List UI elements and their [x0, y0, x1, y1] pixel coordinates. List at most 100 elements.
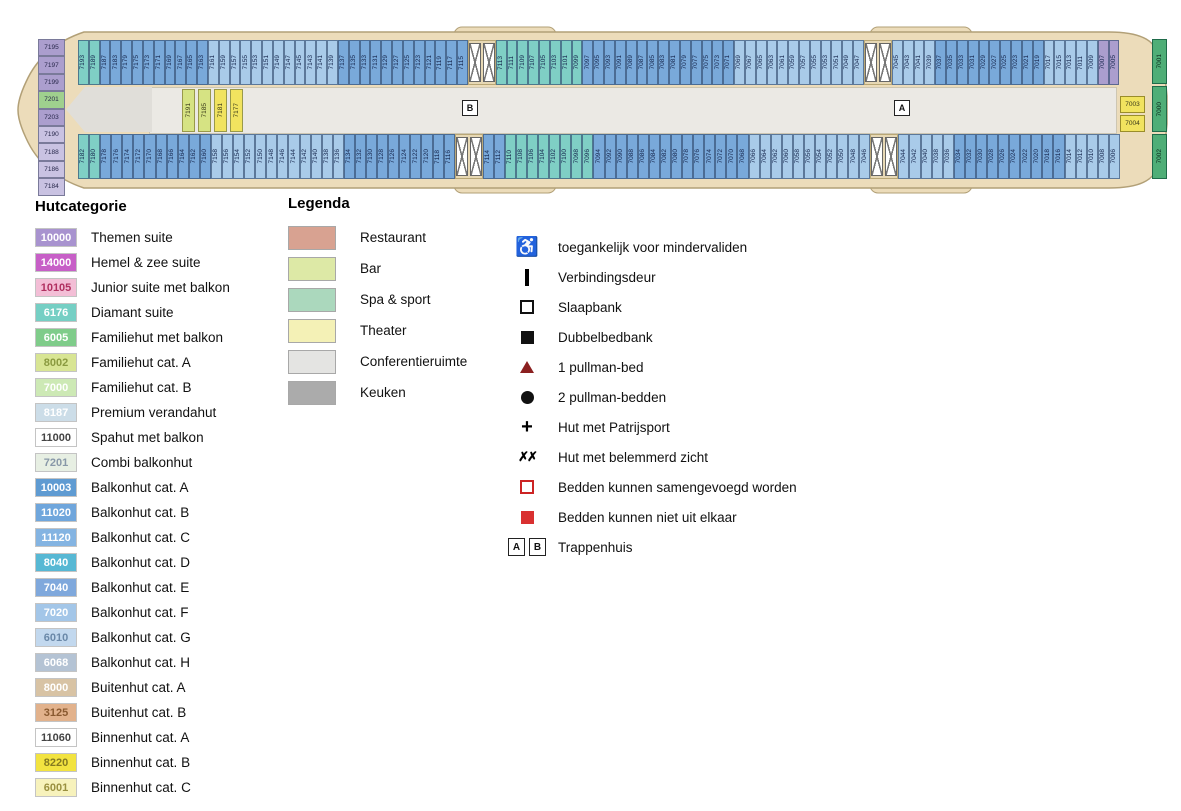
category-swatch: 6001 — [35, 778, 77, 797]
cabin-number: 7059 — [789, 55, 797, 70]
cabin-number: 7171 — [154, 55, 162, 70]
cabin-number: 7097 — [583, 55, 591, 70]
cabin-number: 7168 — [156, 149, 164, 164]
cabin-7182: 7182 — [78, 134, 90, 179]
cabin-number: 7042 — [910, 149, 918, 164]
cabin-number: 7108 — [517, 149, 525, 164]
cabin-number: 7035 — [947, 55, 955, 70]
category-swatch: 7000 — [35, 378, 77, 397]
cabin-number: 7125 — [404, 55, 411, 70]
wheelchair-glyph: ♿ — [515, 236, 539, 258]
category-label: Themen suite — [91, 230, 173, 245]
cabin-7180: 7180 — [89, 134, 101, 179]
cabin-number: 7126 — [389, 149, 397, 164]
cabin-number: 7021 — [1023, 55, 1031, 70]
cabin-7118: 7118 — [432, 134, 444, 179]
legend-symbol-row: Dubbelbedbank — [508, 322, 797, 352]
cabin-number: 7183 — [111, 55, 119, 70]
cabin-number: 7139 — [328, 55, 336, 70]
category-label: Balkonhut cat. D — [91, 555, 191, 570]
legend-symbol-row: ♿ toegankelijk voor mindervaliden — [508, 232, 797, 262]
cabin-7001: 7001 — [1152, 39, 1167, 85]
cabin-7131: 7131 — [370, 40, 382, 85]
cabin-7119: 7119 — [435, 40, 447, 85]
cabin-7023: 7023 — [1011, 40, 1022, 85]
cabin-number: 7149 — [274, 55, 282, 70]
cabin-number: 7162 — [190, 149, 198, 164]
cabin-number: 7160 — [201, 149, 209, 164]
corridor-area — [149, 87, 1117, 134]
category-swatch: 3125 — [35, 703, 77, 722]
categories-title: Hutcategorie — [35, 198, 127, 215]
category-swatch: 10000 — [35, 228, 77, 247]
cabin-number: 7193 — [79, 55, 87, 70]
cabin-7065: 7065 — [755, 40, 767, 85]
cabin-number: 7093 — [605, 55, 613, 70]
cabin-7035: 7035 — [946, 40, 957, 85]
cabin-7000: 7000 — [1152, 86, 1167, 132]
cabin-7045: 7045 — [891, 40, 903, 85]
cabin-number: 7016 — [1054, 149, 1062, 164]
cabin-number: 7182 — [79, 149, 87, 164]
cabin-7113: 7113 — [495, 40, 507, 85]
cabin-number: 7050 — [838, 149, 846, 164]
category-swatch: 11120 — [35, 528, 77, 547]
cabin-7030: 7030 — [975, 134, 988, 179]
cabin-number: 7101 — [561, 55, 569, 70]
cabin-7195: 7195 — [38, 39, 65, 57]
cabin-7166: 7166 — [166, 134, 178, 179]
cabin-7158: 7158 — [210, 134, 223, 179]
legend-area-row: Keuken — [288, 377, 467, 408]
stairs-crosshatch-icon — [469, 137, 482, 176]
cabin-7167: 7167 — [175, 40, 187, 85]
cabin-7188: 7188 — [38, 143, 65, 161]
cabin-7087: 7087 — [636, 40, 648, 85]
cabin-number: 7146 — [278, 149, 286, 164]
cabin-7019: 7019 — [1032, 40, 1044, 85]
cabin-number: 7051 — [832, 55, 840, 70]
cabin-number: 7105 — [540, 55, 548, 70]
stairwell-block — [454, 134, 483, 179]
cabin-number: 7069 — [735, 55, 743, 70]
cabin-number: 7080 — [672, 149, 680, 164]
cabin-7128: 7128 — [377, 134, 389, 179]
door-icon — [508, 268, 546, 286]
cabin-number: 7086 — [639, 149, 647, 164]
cabin-7054: 7054 — [815, 134, 827, 179]
legend-area-row: Bar — [288, 253, 467, 284]
cabin-7078: 7078 — [682, 134, 694, 179]
cabin-number: 7180 — [90, 149, 98, 164]
area-label: Keuken — [360, 385, 406, 400]
category-label: Balkonhut cat. F — [91, 605, 189, 620]
cabin-7116: 7116 — [443, 134, 455, 179]
legend-symbol-label: 2 pullman-bedden — [558, 389, 667, 405]
category-swatch: 8000 — [35, 678, 77, 697]
cabin-number: 7081 — [670, 55, 678, 70]
cabin-number: 7176 — [112, 149, 120, 164]
cabin-number: 7156 — [223, 149, 231, 164]
cabin-number: 7023 — [1012, 55, 1020, 70]
cabin-number: 7037 — [936, 55, 944, 70]
cabin-7135: 7135 — [348, 40, 360, 85]
cabin-number: 7179 — [122, 55, 130, 70]
cabin-7047: 7047 — [853, 40, 864, 85]
cabin-number: 7154 — [234, 149, 242, 164]
red-square-outline-glyph — [520, 480, 534, 494]
cabin-number: 7034 — [955, 149, 963, 164]
cabin-7018: 7018 — [1042, 134, 1054, 179]
legend-symbol-label: toegankelijk voor mindervaliden — [558, 239, 748, 255]
category-swatch: 8187 — [35, 403, 77, 422]
cabin-number: 7123 — [414, 55, 422, 70]
cabin-7170: 7170 — [144, 134, 156, 179]
cabin-7132: 7132 — [354, 134, 367, 179]
cabin-number: 7019 — [1033, 55, 1041, 70]
cabin-number: 7082 — [661, 149, 669, 164]
cabin-number: 7032 — [966, 149, 974, 164]
cabin-number: 7085 — [648, 55, 656, 70]
